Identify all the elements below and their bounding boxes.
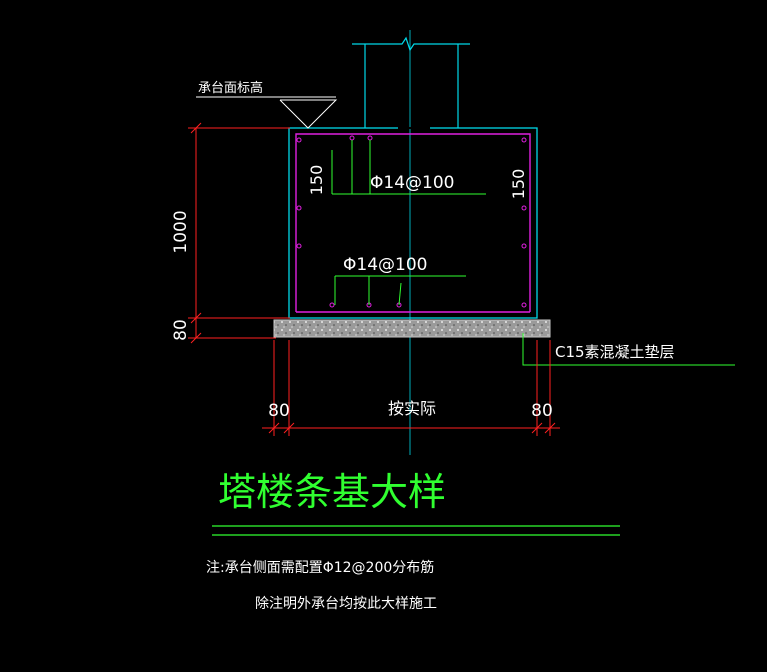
- dim-height-pad: 80: [171, 319, 191, 341]
- level-marker: [196, 96, 338, 129]
- cover-leaders: [331, 140, 486, 306]
- pile-cap-outline: [288, 127, 538, 319]
- dim-height-body: 1000: [171, 210, 191, 253]
- dim-right-offset: 80: [531, 401, 553, 421]
- cover-right-label: 150: [509, 169, 528, 200]
- rebar-top-label: Φ14@100: [370, 173, 454, 193]
- rebar-bottom-label: Φ14@100: [343, 255, 427, 275]
- dim-vertical-left: [188, 122, 290, 344]
- dim-width: 按实际: [388, 399, 436, 418]
- note-line-2: 除注明外承台均按此大样施工: [255, 596, 437, 612]
- note-line-1: 注:承台侧面需配置Φ12@200分布筋: [206, 559, 434, 576]
- dim-horizontal-bottom: [262, 340, 560, 436]
- cover-left-label: 150: [307, 165, 326, 196]
- pad-leader: [522, 333, 735, 366]
- level-label: 承台面标高: [198, 80, 263, 96]
- concrete-pad: [273, 319, 551, 338]
- rebar-cage: [295, 133, 531, 313]
- dim-left-offset: 80: [268, 401, 290, 421]
- pad-label: C15素混凝土垫层: [555, 343, 675, 361]
- rebar-dots: [296, 135, 527, 308]
- column-above: [352, 36, 470, 128]
- drawing-title: 塔楼条基大样: [218, 470, 446, 514]
